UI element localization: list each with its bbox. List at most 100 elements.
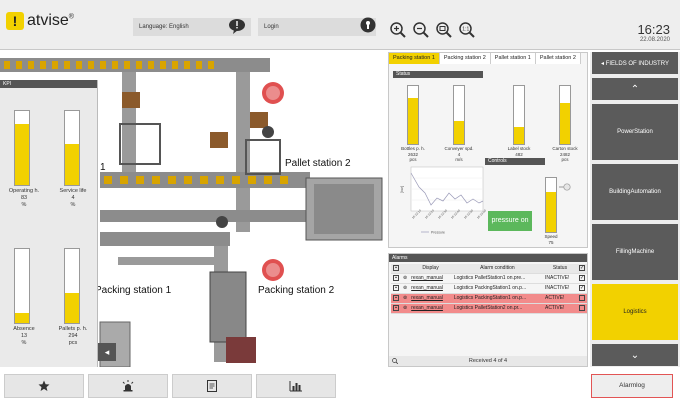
zoom-in-icon[interactable] — [390, 22, 406, 38]
report-button[interactable] — [172, 374, 252, 398]
bar-chart-icon — [289, 381, 302, 392]
kpi-name: Operating h. — [8, 188, 40, 194]
row-select-checkbox[interactable]: ▪ — [393, 284, 399, 291]
alarm-display-link[interactable]: rexan_manual — [409, 273, 452, 284]
row-ack-cell[interactable]: ✓ — [577, 273, 587, 284]
pressure-on-button[interactable]: pressure on — [488, 211, 532, 231]
station-gauge-label: Conveyer spd. 4 m/s — [439, 146, 479, 163]
row-select-cell[interactable]: ▪ — [391, 283, 401, 294]
acknowledge-checkbox[interactable] — [579, 304, 585, 311]
kpi-panel: KPI Operating h. 83 % Service life 4 % A… — [0, 80, 98, 367]
tab-pallet-station-1[interactable]: Pallet station 1 — [490, 53, 536, 64]
kpi-value: 83 — [20, 195, 28, 201]
acknowledge-checkbox[interactable]: ✓ — [579, 274, 585, 281]
row-icon-cell: ⊚ — [401, 293, 410, 304]
col-status[interactable]: Status — [542, 264, 577, 274]
alarm-row-active[interactable]: ▪ ⊚ rexan_manual Logistics PackingStatio… — [391, 293, 587, 304]
alarmlog-button[interactable]: Alarmlog — [591, 374, 673, 398]
row-ack-cell[interactable] — [577, 293, 587, 304]
zoom-reset-icon[interactable]: 1:1 — [459, 22, 475, 38]
chart-xtick: 16:22:10 — [411, 208, 422, 219]
station-gauge-label: Bottles p. h. 2632 pcs — [393, 146, 433, 163]
station-gauge-conveyer — [453, 85, 465, 145]
keyhole-icon[interactable] — [360, 17, 376, 33]
row-select-checkbox[interactable]: ▪ — [393, 274, 399, 281]
row-select-cell[interactable]: ▪ — [391, 273, 401, 284]
alarms-title: Alarms — [389, 254, 587, 262]
chart-xtick: 16:23:00 — [476, 208, 487, 219]
sidebar-scroll-down-button[interactable]: ⌄ — [592, 344, 678, 366]
alarm-status: ACTIVE! — [542, 293, 577, 304]
sidebar-item-fillingmachine[interactable]: FillingMachine — [592, 224, 678, 280]
alarm-row-active[interactable]: ▪ ⊚ rexan_manual Logistics PalletStation… — [391, 303, 587, 314]
kpi-unit: % — [21, 340, 27, 346]
station-gauge-unit: pcs — [561, 157, 569, 162]
row-select-cell[interactable]: ▪ — [391, 303, 401, 314]
sidebar-item-fields-of-industry[interactable]: ◂ FIELDS OF INDUSTRY — [592, 52, 678, 74]
speed-gauge[interactable] — [545, 177, 557, 233]
kpi-title: KPI — [0, 80, 97, 88]
gauge-fill — [65, 293, 79, 323]
gauge-fill — [514, 126, 524, 144]
language-selector[interactable]: Language: English — [133, 18, 251, 36]
station-gauge-value: 2482 — [559, 151, 570, 157]
kpi-gauge-label: Service life 4 % — [49, 188, 97, 209]
station-gauge-value: 482 — [515, 151, 523, 157]
speed-value: 75 — [548, 239, 554, 245]
row-ack-cell[interactable] — [577, 303, 587, 314]
kpi-value: 4 — [71, 195, 75, 201]
speech-bubble-icon[interactable] — [228, 18, 246, 34]
search-icon[interactable] — [392, 358, 398, 364]
statistics-button[interactable] — [256, 374, 336, 398]
zoom-out-icon[interactable] — [413, 22, 429, 38]
alarm-info-icon: ⊚ — [403, 295, 408, 301]
plant-label-pallet-station-1-partial: 1 — [100, 162, 106, 173]
station-gauge-name: Carton stock — [552, 146, 578, 151]
row-icon-cell: ⊚ — [401, 273, 410, 284]
sidebar-scroll-up-button[interactable]: ⌃ — [592, 78, 678, 100]
alarm-row[interactable]: ▪ ⊚ rexan_manual Logistics PalletStation… — [391, 273, 587, 284]
plant-label-packing-station-1: Packing station 1 — [95, 285, 172, 296]
alarm-received-count: Received 4 of 4 — [468, 358, 508, 364]
sidebar-item-logistics[interactable]: Logistics — [592, 284, 678, 340]
gauge-fill — [65, 144, 79, 185]
col-display[interactable]: Display — [409, 264, 452, 274]
alarms-panel: Alarms ▪ Display Alarm condition Status … — [388, 253, 588, 367]
row-select-checkbox[interactable]: ▪ — [393, 294, 399, 301]
alarm-row[interactable]: ▪ ⊚ rexan_manual Logistics PackingStatio… — [391, 283, 587, 294]
speed-slider-handle-icon[interactable] — [559, 183, 571, 191]
col-alarm-condition[interactable]: Alarm condition — [451, 264, 543, 274]
select-all-checkbox[interactable]: ▪ — [393, 264, 399, 271]
gauge-fill — [15, 313, 29, 323]
alarm-lamp-button[interactable] — [88, 374, 168, 398]
login-field[interactable]: Login — [258, 18, 376, 36]
acknowledge-checkbox[interactable]: ✓ — [579, 284, 585, 291]
status-section-title: Status — [393, 71, 483, 78]
svg-text:1:1: 1:1 — [462, 27, 469, 33]
favorites-button[interactable] — [4, 374, 84, 398]
tab-packing-station-1[interactable]: Packing station 1 — [389, 53, 440, 64]
alarm-display-link[interactable]: rexan_manual — [409, 303, 452, 314]
row-ack-cell[interactable]: ✓ — [577, 283, 587, 294]
logo-mark-icon: ! — [6, 12, 24, 30]
zoom-fit-icon[interactable] — [436, 22, 452, 38]
alarm-status: INACTIVE! — [542, 283, 577, 294]
pressure-trend-chart: 16:22:10 16:22:20 16:22:30 16:22:40 16:2… — [400, 166, 487, 235]
alarm-display-link[interactable]: rexan_manual — [409, 293, 452, 304]
tab-packing-station-2[interactable]: Packing station 2 — [439, 53, 491, 64]
tab-pallet-station-2[interactable]: Pallet station 2 — [535, 53, 581, 64]
header-ack-cell[interactable]: ✓ — [577, 264, 587, 274]
row-select-cell[interactable]: ▪ — [391, 293, 401, 304]
alarm-display-link[interactable]: rexan_manual — [409, 283, 452, 294]
collapse-kpi-button[interactable]: ◂ — [98, 343, 116, 361]
ack-all-checkbox[interactable]: ✓ — [579, 264, 585, 271]
row-select-checkbox[interactable]: ▪ — [393, 304, 399, 311]
sidebar-item-powerstation[interactable]: PowerStation — [592, 104, 678, 160]
alarm-condition: Logistics PackingStation1 on.p... — [451, 293, 543, 304]
pressure-series-line — [410, 172, 484, 206]
sidebar-item-buildingautomation[interactable]: BuildingAutomation — [592, 164, 678, 220]
acknowledge-checkbox[interactable] — [579, 294, 585, 301]
station-gauge-value: 4 — [457, 151, 461, 157]
station-gauge-name: Conveyer spd. — [444, 146, 474, 151]
header-select-cell[interactable]: ▪ — [391, 264, 401, 274]
